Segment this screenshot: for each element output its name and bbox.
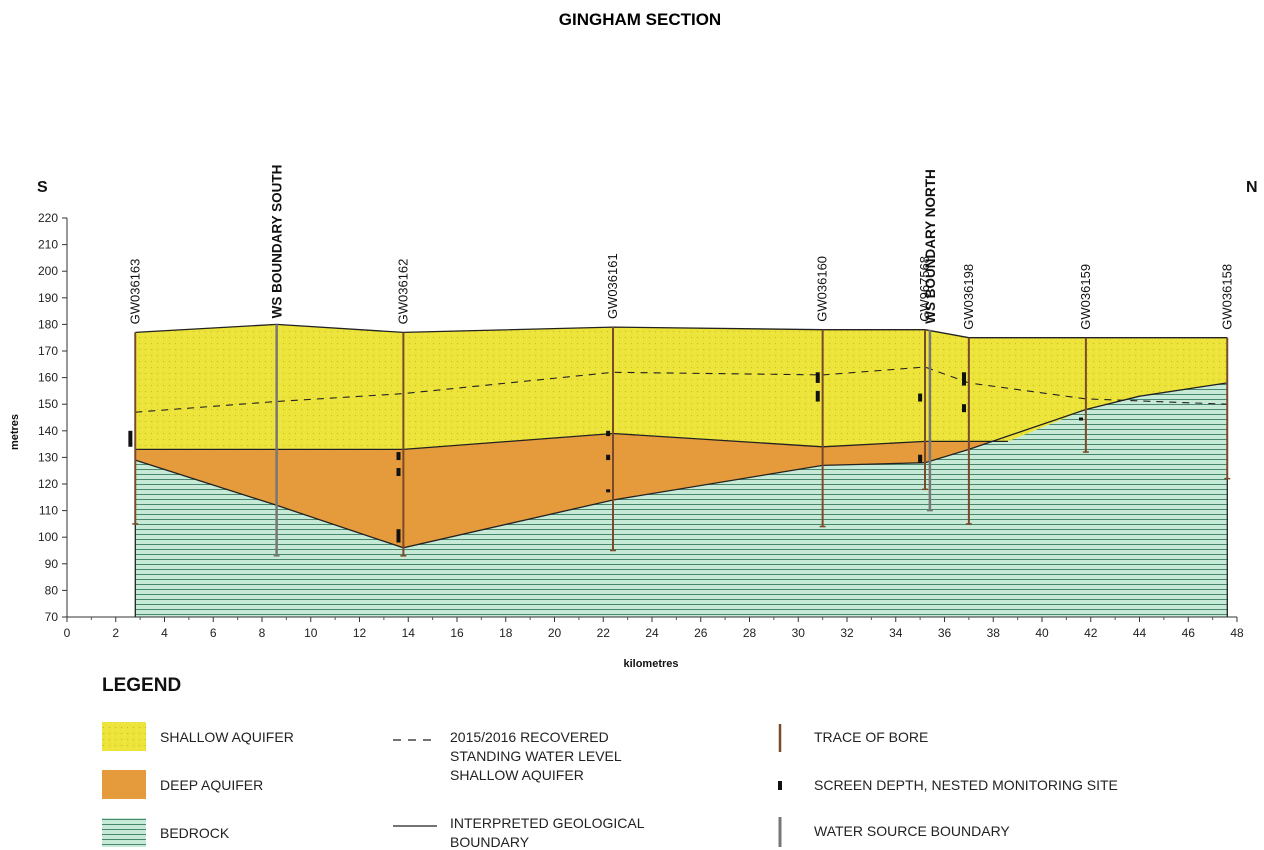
screen-depth-marker [1079,417,1083,421]
legend-label-screen: SCREEN DEPTH, NESTED MONITORING SITE [814,777,1118,793]
x-tick-label: 30 [792,626,806,640]
x-tick-label: 2 [112,626,119,640]
bore-label: GW967568 [917,256,932,322]
deep-aquifer-layer [135,433,1008,548]
y-tick-label: 170 [38,344,58,358]
screen-depth-marker [396,468,401,477]
y-tick-label: 120 [38,477,58,491]
y-tick-label: 90 [45,557,59,571]
screen-depth-marker [918,393,923,402]
legend-label-water-level-3: SHALLOW AQUIFER [450,767,584,783]
legend-label-bedrock: BEDROCK [160,825,230,841]
legend-label-water-level-2: STANDING WATER LEVEL [450,748,622,764]
ws-boundary-label: WS BOUNDARY NORTH [923,169,938,324]
y-tick-label: 110 [39,504,58,518]
x-tick-label: 32 [840,626,854,640]
screen-depth-marker [606,454,611,461]
shallow-aquifer-layer [135,324,1228,450]
bore-label: GW036163 [127,259,142,325]
screen-depth-marker [396,452,401,461]
bedrock-layer [135,382,1228,617]
ws-boundary-label: WS BOUNDARY SOUTH [270,165,285,319]
legend-label-geo-boundary-2: BOUNDARY [450,834,530,850]
y-tick-label: 140 [38,424,58,438]
bore-label: GW036158 [1219,264,1234,330]
x-axis-label: kilometres [623,658,678,670]
legend-label-shallow: SHALLOW AQUIFER [160,729,294,745]
y-tick-label: 80 [45,583,59,597]
bore-label: GW036161 [605,253,620,319]
bore-labels: WS BOUNDARY SOUTH WS BOUNDARY NORTH GW0361… [127,165,1234,330]
y-tick-label: 200 [38,264,58,278]
y-tick-label: 150 [38,397,58,411]
x-tick-label: 28 [743,626,757,640]
screen-depth-marker [962,372,966,386]
screen-depth-marker [606,430,611,437]
x-tick-label: 10 [304,626,318,640]
y-tick-label: 70 [45,610,59,624]
bore-label: GW036159 [1078,264,1093,330]
screen-depth-marker [815,390,820,402]
x-tick-label: 0 [64,626,71,640]
x-tick-label: 22 [597,626,611,640]
x-tick-label: 18 [499,626,513,640]
legend-swatch-shallow [102,722,146,751]
x-tick-label: 38 [987,626,1001,640]
legend-title: LEGEND [102,675,181,696]
bore-label: GW036162 [395,259,410,325]
ground-surface-line [135,323,1228,339]
x-tick-label: 34 [889,626,903,640]
chart-title: GINGHAM SECTION [559,10,721,29]
legend-label-bore-trace: TRACE OF BORE [814,729,928,745]
x-tick-label: 20 [548,626,562,640]
x-tick-label: 44 [1133,626,1147,640]
x-tick-label: 48 [1230,626,1244,640]
x-tick-label: 4 [161,626,168,640]
bore-label: GW036160 [815,256,830,322]
y-axis-label: metres [9,414,21,450]
legend-label-deep: DEEP AQUIFER [160,777,263,793]
x-tick-label: 24 [645,626,659,640]
x-tick-label: 16 [450,626,464,640]
bore-traces [128,324,1231,557]
screen-depth-marker [606,489,611,493]
legend-label-geo-boundary-1: INTERPRETED GEOLOGICAL [450,815,645,831]
screen-depth-marker [396,529,401,543]
legend-symbol-screen [778,781,782,790]
x-tick-label: 6 [210,626,217,640]
x-tick-label: 40 [1035,626,1049,640]
legend-swatch-bedrock [102,818,146,847]
geologic-layers [134,323,1228,617]
compass-north: N [1246,179,1258,196]
screen-depth-marker [128,430,133,447]
y-tick-label: 180 [38,317,58,331]
y-tick-label: 210 [38,238,58,252]
screen-depth-marker [815,372,820,383]
x-tick-label: 12 [353,626,367,640]
compass-south: S [37,179,48,196]
y-tick-label: 160 [38,371,58,385]
x-tick-label: 14 [402,626,416,640]
x-tick-label: 8 [259,626,266,640]
screen-depth-marker [918,454,923,463]
y-tick-label: 100 [38,530,58,544]
x-tick-label: 42 [1084,626,1098,640]
y-tick-label: 130 [38,450,58,464]
x-tick-label: 46 [1182,626,1196,640]
legend-label-ws-boundary: WATER SOURCE BOUNDARY [814,823,1010,839]
legend-swatch-deep [102,770,146,799]
bore-label: GW036198 [961,264,976,330]
y-tick-label: 190 [38,291,58,305]
x-tick-label: 36 [938,626,952,640]
legend-label-water-level-1: 2015/2016 RECOVERED [450,729,609,745]
bedrock-top-line [135,382,1228,549]
x-tick-label: 26 [694,626,708,640]
y-tick-label: 220 [38,211,58,225]
legend: LEGEND SHALLOW AQUIFER DEEP AQUIFER BEDR… [102,675,1118,850]
screen-depth-marker [962,404,966,413]
